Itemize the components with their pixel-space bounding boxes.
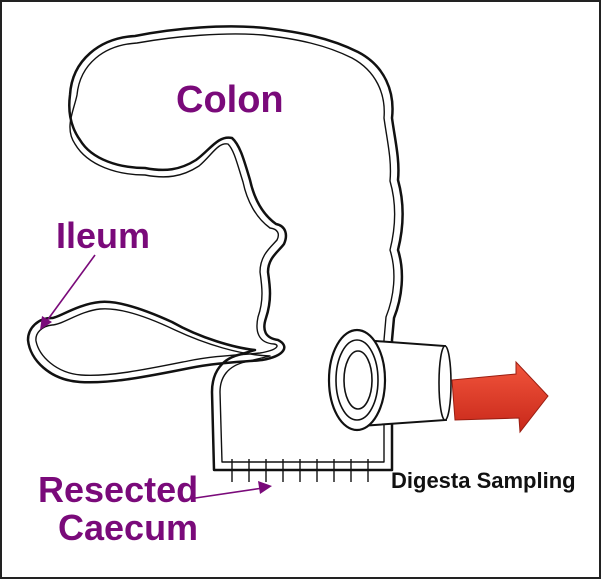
cannula <box>329 330 451 430</box>
cannula-flange-inner <box>344 351 372 409</box>
label-digesta-sampling: Digesta Sampling <box>391 468 576 493</box>
label-colon: Colon <box>176 79 284 121</box>
label-ileum: Ileum <box>56 215 150 256</box>
label-caecum: Caecum <box>58 507 198 548</box>
label-resected: Resected <box>38 469 198 510</box>
